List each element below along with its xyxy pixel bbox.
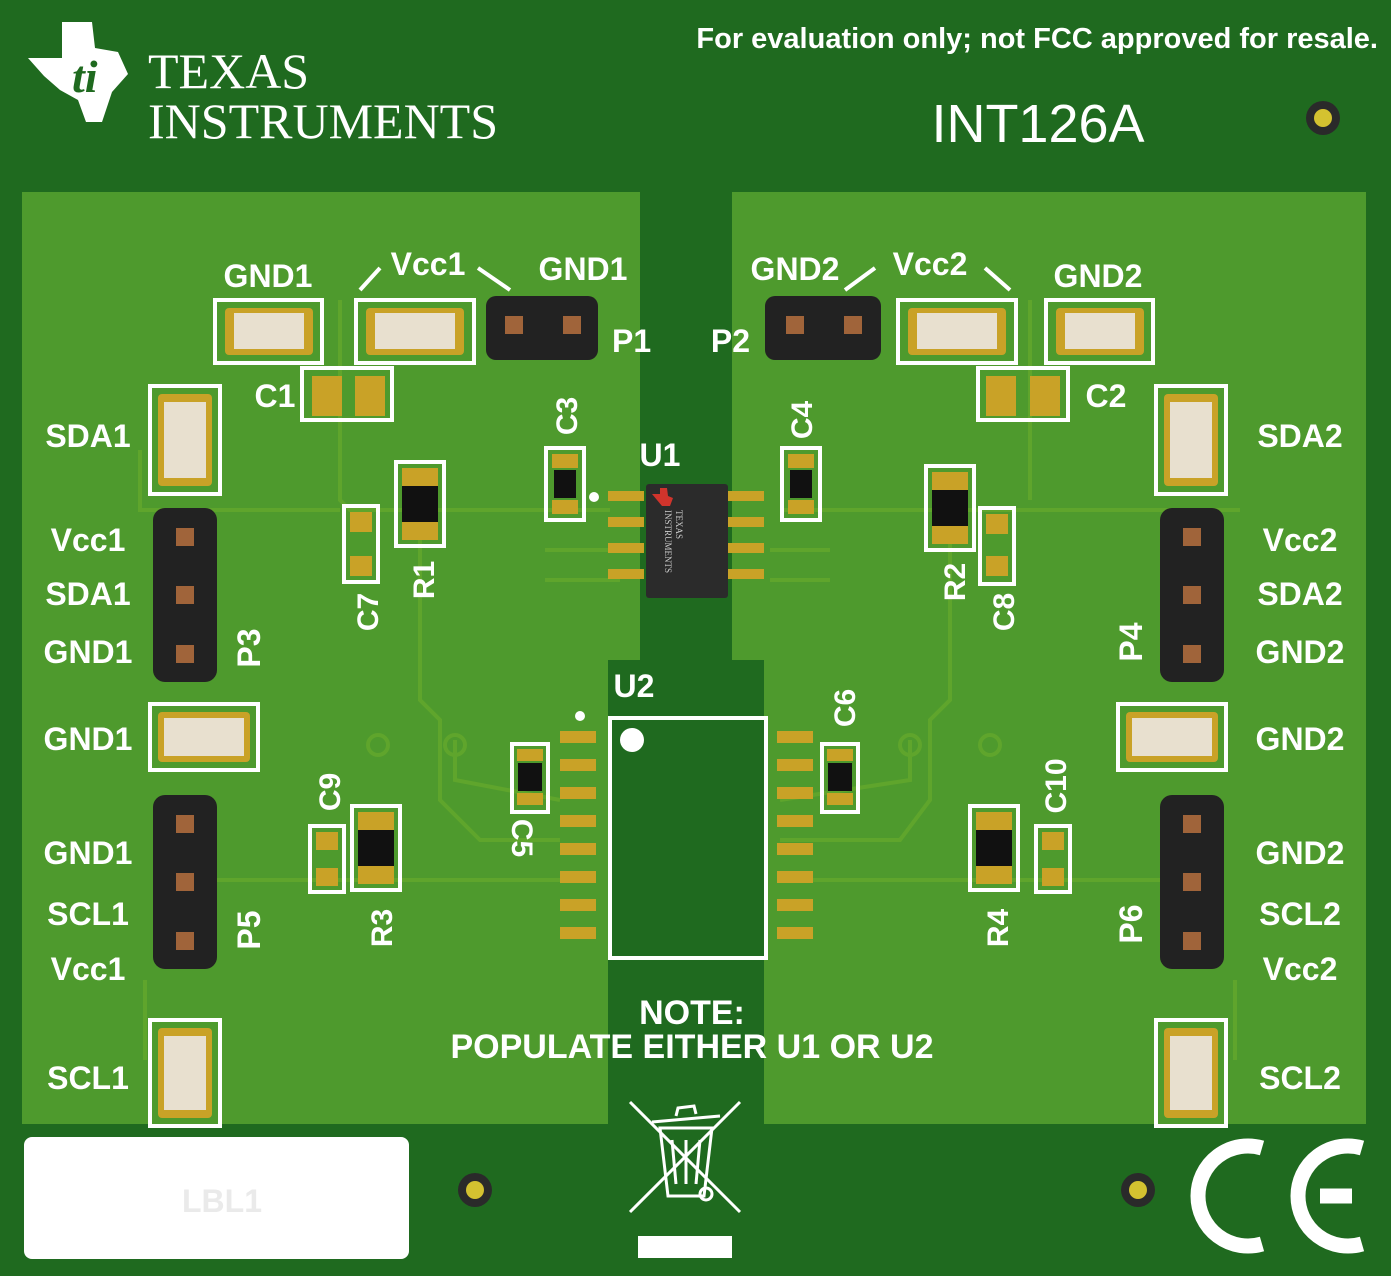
note-text: POPULATE EITHER U1 OR U2 [451,1028,934,1066]
chip-u2-group: U2 [560,668,813,960]
label-gnd2-p6: GND2 [1256,835,1345,871]
label-c1: C1 [255,378,296,414]
label-gnd2-top2: GND2 [1054,258,1143,294]
label-u1: U1 [640,437,681,473]
label-r2: R2 [939,563,972,601]
label-vcc1-top: Vcc1 [391,246,466,282]
label-c7: C7 [352,593,385,631]
u1-ti-logo-icon [652,488,673,506]
label-c10: C10 [1040,758,1073,813]
ce-mark-icon [1190,1138,1365,1254]
label-vcc1-p5: Vcc1 [51,951,126,987]
label-r1: R1 [408,561,441,599]
label-gnd2-tp: GND2 [1256,721,1345,757]
label-placeholder: LBL1 [182,1183,262,1219]
label-c3: C3 [551,397,584,435]
chip-u1 [646,484,728,598]
resistor-r1 [402,486,438,522]
label-vcc2-p6: Vcc2 [1263,951,1338,987]
label-u2: U2 [614,668,655,704]
capacitor-c7 [350,512,372,532]
label-c4: C4 [786,401,819,440]
label-gnd1-tp: GND1 [44,721,133,757]
capacitor-c6 [828,763,852,791]
u1-marking-line1: TEXAS [674,510,684,539]
capacitor-c1 [312,376,342,416]
label-c5: C5 [505,819,538,857]
u1-marking-line2: INSTRUMENTS [663,510,673,573]
label-p5: P5 [231,910,267,949]
ti-logo-icon: ti [28,22,128,122]
capacitor-c5 [518,763,542,791]
label-p3: P3 [231,628,267,667]
label-gnd1-top2: GND1 [539,251,628,287]
header-p1[interactable] [486,296,598,360]
label-gnd1-p5: GND1 [44,835,133,871]
note-title: NOTE: [639,994,745,1032]
label-p4: P4 [1113,622,1149,661]
label-sda1-p3: SDA1 [45,576,130,612]
u2-pin1-marker [620,728,644,752]
svg-text:ti: ti [72,51,98,102]
capacitor-c3 [554,470,576,498]
capacitor-c2 [986,376,1016,416]
resistor-r4 [976,830,1012,866]
weee-bin-icon [628,1100,742,1214]
label-c8: C8 [988,593,1021,631]
board-id: INT126A [931,94,1144,154]
label-gnd1-top: GND1 [224,258,313,294]
label-scl1-p5: SCL1 [47,896,129,932]
resistor-r2 [932,490,968,526]
label-sticker-area [24,1137,409,1259]
fcc-notice: For evaluation only; not FCC approved fo… [696,23,1378,55]
label-vcc1-p3: Vcc1 [51,522,126,558]
brand-line1: TEXAS [148,43,309,99]
label-c2: C2 [1086,378,1127,414]
chip-u2-footprint [608,716,768,960]
label-scl2-tp: SCL2 [1259,1060,1341,1096]
label-sda2-p4: SDA2 [1257,576,1342,612]
label-gnd1-p3: GND1 [44,634,133,670]
via-ring-left [443,733,467,757]
label-r4: R4 [982,909,1015,948]
capacitor-c9 [316,832,338,850]
label-p1: P1 [612,323,651,359]
label-c6: C6 [829,689,862,727]
label-vcc2-top: Vcc2 [893,246,968,282]
left-side: GND1 Vcc1 GND1 P1 C1 SDA1 Vcc1 SDA1 GN [44,246,651,1128]
brand-line2: INSTRUMENTS [148,93,498,149]
resistor-r3 [358,830,394,866]
header-p2[interactable] [765,296,881,360]
weee-bar [638,1236,732,1258]
capacitor-c10 [1042,832,1064,850]
vias [458,101,1340,1207]
label-sda1-tp: SDA1 [45,418,130,454]
label-p6: P6 [1113,904,1149,943]
label-r3: R3 [366,909,399,947]
label-vcc2-p4: Vcc2 [1263,522,1338,558]
label-sda2-tp: SDA2 [1257,418,1342,454]
label-c9: C9 [314,773,347,811]
label-gnd2-top: GND2 [751,251,840,287]
label-gnd2-p4: GND2 [1256,634,1345,670]
via-ring-right [898,733,922,757]
capacitor-c4 [790,470,812,498]
capacitor-c8 [986,514,1008,534]
label-p2: P2 [711,323,750,359]
label-scl1-tp: SCL1 [47,1060,129,1096]
right-side: GND2 P2 Vcc2 GND2 C2 SDA2 Vcc2 SDA2 GND2… [711,246,1345,1128]
label-scl2-p6: SCL2 [1259,896,1341,932]
chip-u1-group: U1 TEXAS INSTRUMENTS [589,437,764,598]
